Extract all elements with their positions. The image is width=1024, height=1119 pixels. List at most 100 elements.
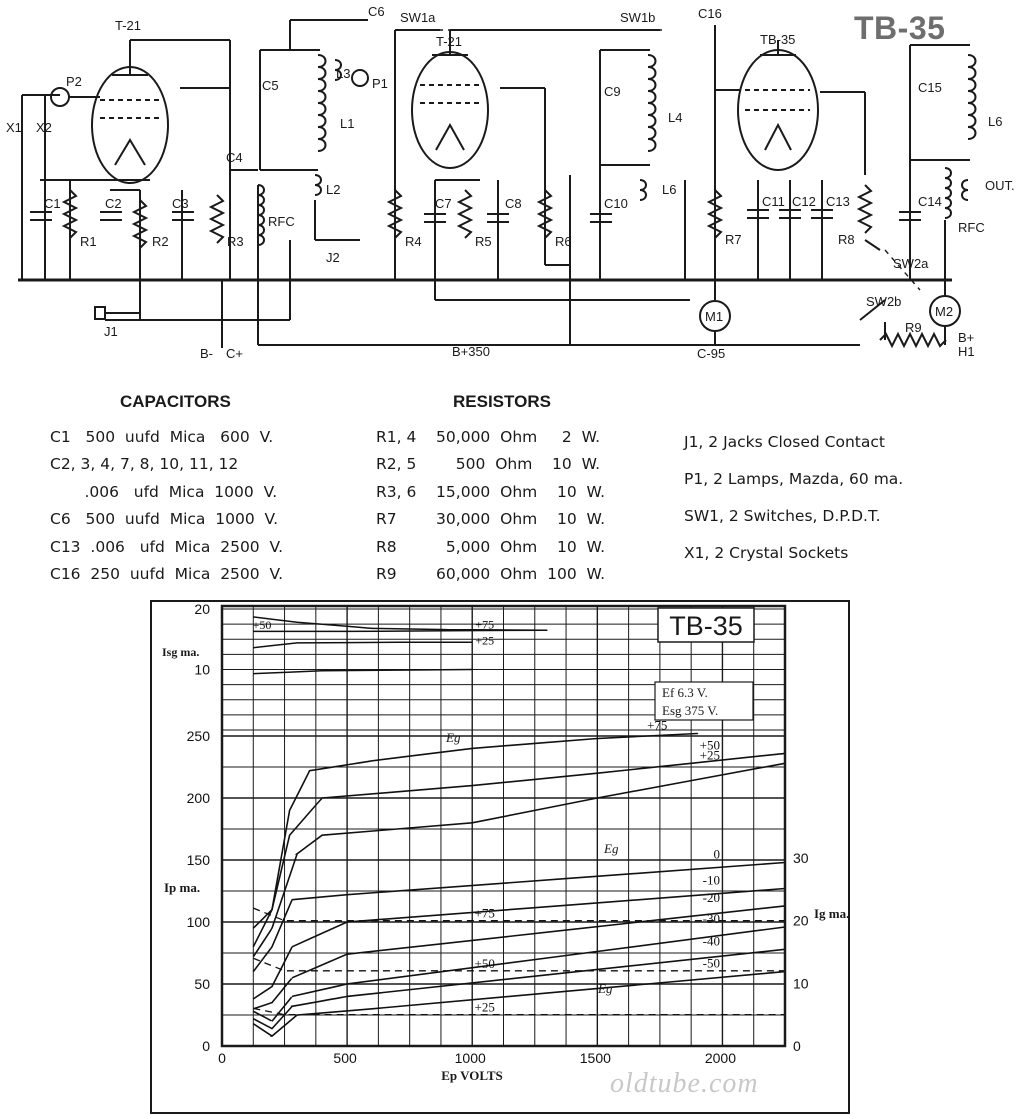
p2-label: P2 [66, 74, 82, 89]
ip-curve [252, 861, 786, 973]
list-item: R2, 5 500 Ohm 10 W. [376, 455, 601, 474]
m2-label: M2 [935, 304, 953, 319]
isg-curve [253, 616, 548, 631]
sw1b-label: SW1b [620, 10, 655, 25]
c12-label: C12 [792, 194, 816, 209]
c14-label: C14 [918, 194, 942, 209]
c13-label: C13 [826, 194, 850, 209]
isg-curve-label: +50 [253, 618, 272, 632]
condition-esg: Esg 375 V. [662, 703, 718, 718]
r8-label: R8 [838, 232, 855, 247]
r4-label: R4 [405, 234, 422, 249]
ip-axis-label: Ip ma. [164, 880, 200, 895]
bplus-label: B+ [958, 330, 974, 345]
list-item: .006 ufd Mica 1000 V. [50, 482, 278, 501]
r2-label: R2 [152, 234, 169, 249]
c7-label: C7 [435, 196, 452, 211]
ip-curve-label: 0 [714, 846, 721, 861]
rfc1-label: RFC [268, 214, 295, 229]
c11-label: C11 [762, 194, 785, 209]
c8-label: C8 [505, 196, 522, 211]
t21b-label: T-21 [436, 34, 462, 49]
ip-curve [252, 732, 699, 929]
list-item: R7 30,000 Ohm 10 W. [376, 510, 606, 529]
ig-curve [253, 1007, 785, 1016]
list-item: C16 250 uufd Mica 2500 V. [50, 565, 284, 584]
list-item: R8 5,000 Ohm 10 W. [376, 537, 606, 556]
ip-curve [252, 762, 786, 958]
ip-tick-label: 250 [187, 728, 211, 744]
x-tick-label: 1000 [455, 1050, 486, 1066]
r3-label: R3 [227, 234, 244, 249]
bminus-label: B- [200, 346, 213, 361]
l1-label: L1 [340, 116, 354, 131]
list-item: X1, 2 Crystal Sockets [684, 544, 849, 562]
chart-title: TB-35 [669, 611, 743, 641]
ip-curve-label: +25 [700, 747, 720, 762]
list-item: C2, 3, 4, 7, 8, 10, 11, 12 [50, 455, 239, 474]
out-label: OUT. [985, 178, 1015, 193]
ip-tick-label: 100 [187, 914, 211, 930]
isg-curve [253, 629, 548, 633]
ip-curve [253, 905, 786, 1010]
r6-label: R6 [555, 234, 572, 249]
isg-curve [253, 668, 473, 675]
ip-curve [252, 926, 786, 1022]
c10-label: C10 [604, 196, 628, 211]
brand-title: TB-35 [854, 10, 946, 46]
l6-label: L6 [988, 114, 1002, 129]
list-item: R9 60,000 Ohm 100 W. [376, 565, 606, 584]
ip-curve [252, 970, 786, 1037]
ig-curve-label: +25 [475, 1000, 495, 1015]
capacitors-heading: CAPACITORS [120, 392, 231, 411]
ip-curve-label: -40 [703, 933, 720, 948]
capacitor-list: C1 500 uufd Mica 600 V. C2, 3, 4, 7, 8, … [50, 424, 283, 588]
ig-tick-label: 0 [793, 1038, 801, 1054]
list-item: P1, 2 Lamps, Mazda, 60 ma. [684, 470, 904, 488]
c1-label: C1 [44, 196, 61, 211]
x-tick-label: 2000 [705, 1050, 736, 1066]
r1-label: R1 [80, 234, 97, 249]
ip-tick-label: 0 [202, 1038, 210, 1054]
ip-curve-label: +75 [647, 718, 667, 733]
l2-label: L2 [326, 182, 340, 197]
l3-label: L3 [336, 66, 350, 81]
conditions-box [654, 681, 754, 721]
b350-label: B+350 [452, 344, 490, 359]
c9-label: C9 [604, 84, 621, 99]
c95-label: C-95 [697, 346, 725, 361]
other-parts-list: J1, 2 Jacks Closed Contact P1, 2 Lamps, … [684, 424, 903, 572]
cplus-label: C+ [226, 346, 243, 361]
eg-label-low: Eg [597, 981, 613, 996]
chart-border [150, 600, 850, 1114]
isg-axis-label: Isg ma. [162, 645, 199, 659]
sw2a-label: SW2a [893, 256, 929, 271]
characteristic-chart-svg: +75+50+250-10-20-30-40-50+75+50+25+50+75… [150, 600, 850, 1114]
r5-label: R5 [475, 234, 492, 249]
sw2b-label: SW2b [866, 294, 901, 309]
c15-label: C15 [918, 80, 942, 95]
list-item: C1 500 uufd Mica 600 V. [50, 428, 274, 446]
ig-tick-label: 30 [793, 850, 809, 866]
isg-tick-label: 20 [194, 601, 210, 617]
ip-tick-label: 200 [187, 790, 211, 806]
plot-frame [220, 604, 787, 1048]
ig-curve-label: +75 [475, 906, 495, 921]
x2-label: X2 [36, 120, 52, 135]
ip-curve-label: -10 [703, 873, 720, 888]
list-item: C6 500 uufd Mica 1000 V. [50, 510, 279, 529]
tb35-label: TB-35 [760, 32, 795, 47]
chart-labels: +75+50+250-10-20-30-40-50+75+50+25+50+75… [187, 601, 809, 1066]
rfc2-label: RFC [958, 220, 985, 235]
ip-tick-label: 150 [187, 852, 211, 868]
ip-curve-label: -30 [703, 911, 720, 926]
ig-tick-label: 10 [793, 975, 809, 991]
m1-label: M1 [705, 309, 723, 324]
eg-label-mid: Eg [603, 841, 619, 856]
site-watermark: oldtube.com [610, 1068, 759, 1099]
resistors-heading: RESISTORS [453, 392, 551, 411]
ip-curve [252, 887, 786, 1000]
x-tick-label: 500 [333, 1050, 357, 1066]
c5-label: C5 [262, 78, 279, 93]
